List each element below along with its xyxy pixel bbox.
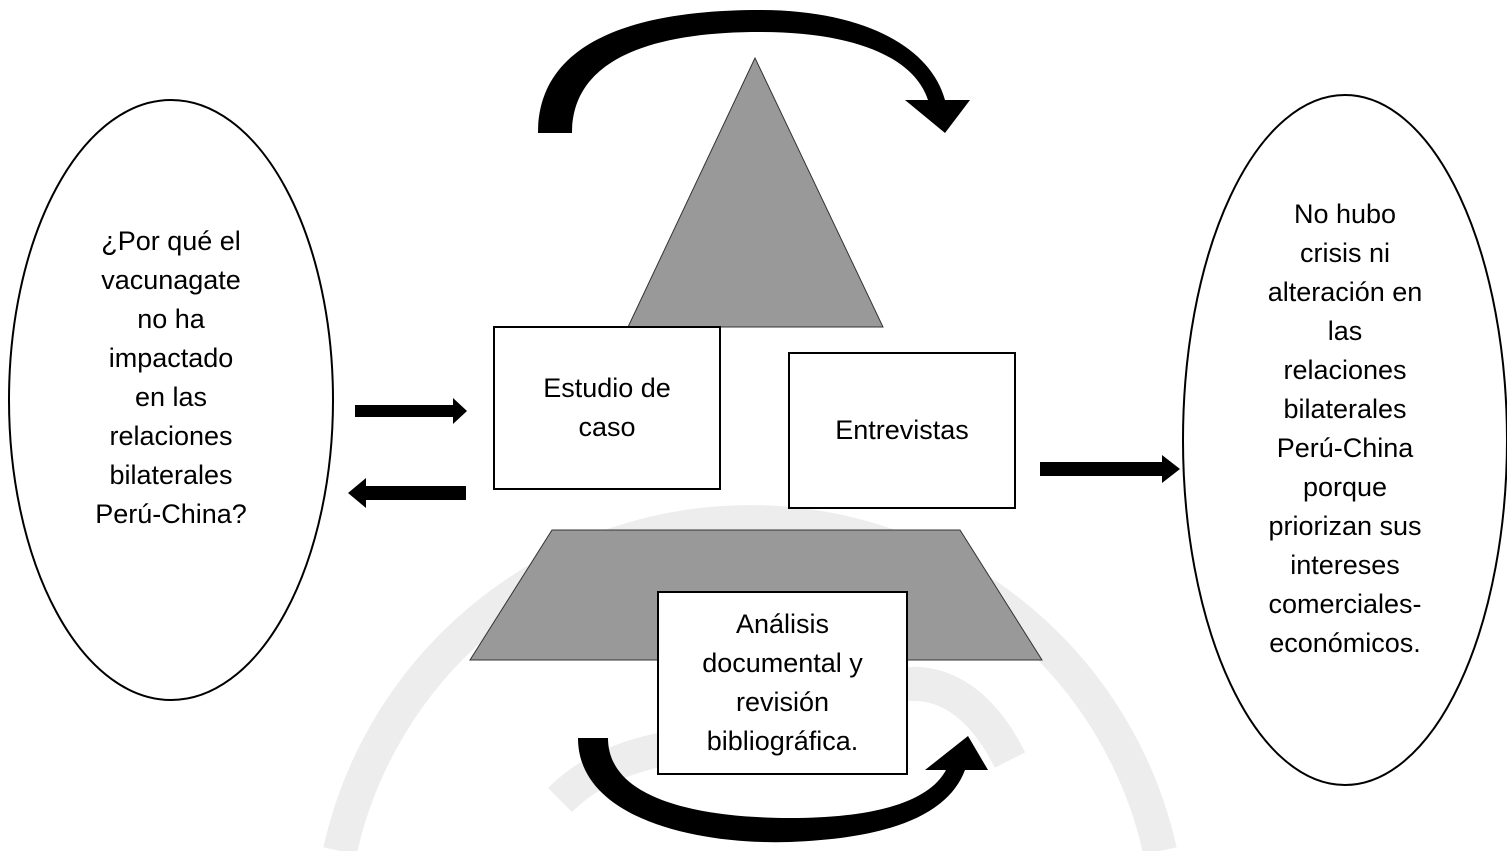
- arrow-question-to-methods: [355, 398, 467, 424]
- top-curved-arrow: [538, 10, 970, 133]
- upper-triangle: [627, 56, 884, 328]
- conclusion-line: priorizan sus: [1268, 511, 1422, 541]
- conclusion-line: bilaterales: [1283, 394, 1407, 424]
- conclusion-line: las: [1327, 316, 1363, 346]
- conclusion-line: crisis ni: [1299, 238, 1390, 268]
- conclusion-line: porque: [1302, 472, 1388, 502]
- case-study-line: caso: [578, 412, 636, 442]
- question-text: ¿Por qué el vacunagate no ha impactado e…: [60, 222, 282, 534]
- document-analysis-line: revisión: [735, 687, 830, 717]
- arrow-methods-to-conclusion: [1040, 455, 1180, 483]
- bottom-curved-arrow: [578, 736, 988, 843]
- conclusion-line: económicos.: [1269, 628, 1421, 658]
- conclusion-ellipse: [1182, 94, 1507, 786]
- question-line: en las: [134, 382, 208, 412]
- document-analysis-box: Análisis documental y revisión bibliográ…: [657, 591, 908, 775]
- conclusion-line: intereses: [1290, 550, 1400, 580]
- interviews-line: Entrevistas: [835, 415, 969, 445]
- question-line: bilaterales: [109, 460, 233, 490]
- question-ellipse: [8, 99, 334, 701]
- conclusion-line: No hubo: [1293, 199, 1397, 229]
- conclusion-text: No hubo crisis ni alteración en las rela…: [1225, 195, 1465, 663]
- case-study-box: Estudio de caso: [493, 326, 721, 490]
- document-analysis-line: documental y: [702, 648, 863, 678]
- question-line: ¿Por qué el: [101, 226, 241, 256]
- case-study-line: Estudio de: [543, 373, 671, 403]
- conclusion-line: relaciones: [1283, 355, 1407, 385]
- question-line: relaciones: [109, 421, 233, 451]
- question-line: no ha: [137, 304, 205, 334]
- conclusion-line: Perú-China: [1276, 433, 1414, 463]
- document-analysis-line: bibliográfica.: [706, 726, 859, 756]
- arrow-methods-to-question: [348, 478, 466, 508]
- question-line: vacunagate: [101, 265, 241, 295]
- conclusion-line: alteración en: [1267, 277, 1423, 307]
- question-line: impactado: [108, 343, 234, 373]
- question-line: Perú-China?: [95, 499, 247, 529]
- document-analysis-line: Análisis: [735, 609, 830, 639]
- conclusion-line: comerciales-: [1268, 589, 1422, 619]
- interviews-box: Entrevistas: [788, 352, 1016, 509]
